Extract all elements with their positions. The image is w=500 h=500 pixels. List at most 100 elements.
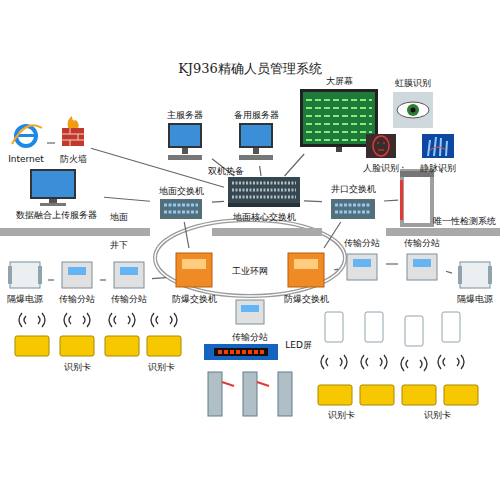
- reader: [405, 316, 423, 346]
- monitor-base: [40, 203, 66, 206]
- device-window: [241, 305, 259, 312]
- device-window: [68, 267, 86, 275]
- power-supply: [8, 262, 42, 288]
- connector-line: [91, 148, 224, 187]
- device-label: 人脸识别: [363, 163, 399, 173]
- ie-ring: [16, 126, 36, 146]
- connector-line: [260, 166, 261, 176]
- screen-rows: [306, 100, 372, 140]
- device-label: 备用服务器: [234, 110, 279, 120]
- text-label: 工业环网: [232, 266, 268, 276]
- connector-line: [285, 154, 305, 176]
- iris-image: [393, 92, 433, 128]
- device-label: 隔爆电源: [7, 294, 43, 304]
- device-node: 地面交换机: [150, 186, 212, 222]
- server-monitor: [30, 169, 76, 206]
- device-node: 地面核心交换机: [224, 176, 304, 222]
- firewall-icon: [62, 116, 84, 146]
- monitor-stand: [182, 148, 188, 154]
- device-node: 虹膜识别: [388, 78, 438, 132]
- device-flange: [38, 266, 42, 284]
- vein-lines: [430, 147, 446, 150]
- device-node: 隔爆电源: [452, 256, 498, 304]
- brick-wall: [62, 128, 84, 146]
- keyboard: [168, 155, 202, 160]
- screen-display: [303, 92, 375, 144]
- device-label: 虹膜识别: [395, 78, 431, 88]
- device-node: 传输分站: [106, 256, 152, 304]
- device-label: 传输分站: [59, 294, 95, 304]
- reader: [365, 312, 383, 342]
- vein-image: [422, 134, 454, 158]
- connector-line: [446, 271, 452, 273]
- connector-line: [184, 222, 189, 248]
- device-label: 静脉识别: [420, 163, 456, 173]
- device-panel: [182, 259, 206, 269]
- ground-bar: [386, 228, 500, 236]
- id-card: [15, 336, 49, 356]
- device-label: 唯一性检测系统: [433, 216, 496, 226]
- device-flange: [458, 266, 462, 284]
- ie-swoosh: [12, 125, 42, 144]
- led-screen: [204, 344, 278, 360]
- ring-inner: [155, 220, 345, 296]
- iris-frame: [393, 92, 433, 128]
- device-flange: [8, 266, 12, 284]
- device-label: 传输分站: [344, 238, 380, 248]
- text-label: 识别卡: [148, 362, 175, 372]
- eye: [397, 102, 429, 118]
- monitor-frame: [30, 169, 76, 199]
- device-node: 传输分站: [338, 238, 386, 290]
- connector-line: [384, 200, 398, 202]
- text-label: 识别卡: [424, 410, 451, 420]
- monitor-frame: [239, 123, 273, 148]
- arch-light: [400, 180, 403, 220]
- connector-line: [334, 269, 338, 271]
- power-supply: [458, 262, 492, 288]
- gate-arm: [222, 382, 269, 386]
- switch-device: [331, 199, 375, 219]
- device-node: 数据融合上传服务器: [8, 166, 104, 220]
- device-label: 隔爆电源: [457, 294, 493, 304]
- device-label: LED屏: [285, 340, 312, 350]
- device-label: 防爆交换机: [284, 294, 329, 304]
- id-card: [444, 385, 478, 405]
- reader: [442, 312, 460, 342]
- reader: [325, 312, 343, 342]
- turnstile: [208, 372, 292, 416]
- device-window: [120, 267, 138, 275]
- wireless-symbols: [321, 355, 464, 371]
- led-body: [204, 344, 278, 360]
- device-body: [288, 253, 324, 287]
- industrial-ring: [155, 220, 345, 296]
- device-body: [10, 262, 40, 288]
- gate-post: [208, 372, 222, 416]
- device-body: [62, 262, 92, 288]
- core-rack: [228, 177, 300, 207]
- device-flange: [488, 266, 492, 284]
- text-label: 地面: [110, 212, 128, 222]
- hand-fingers: [428, 137, 447, 156]
- device-node: LED屏: [202, 340, 312, 364]
- vein-frame: [422, 134, 454, 158]
- id-card: [402, 385, 436, 405]
- connector-line: [324, 222, 341, 248]
- keyboard: [239, 155, 273, 160]
- internet-icon: [12, 125, 42, 146]
- device-body: [347, 254, 377, 280]
- server-monitor: [239, 123, 273, 160]
- transmission-station: [236, 300, 264, 324]
- pupil: [411, 108, 416, 113]
- device-label: 井口交换机: [331, 184, 376, 194]
- device-panel: [294, 259, 318, 269]
- device-node: 防火墙: [55, 122, 91, 164]
- ground-bar: [212, 228, 322, 236]
- device-window: [353, 259, 371, 267]
- monitor-screen: [241, 125, 271, 146]
- led-dots: [218, 350, 264, 354]
- led-display: [214, 348, 268, 356]
- switch-ports: [164, 205, 198, 212]
- screen-stand: [336, 147, 342, 152]
- device-node: 传输分站: [224, 298, 276, 342]
